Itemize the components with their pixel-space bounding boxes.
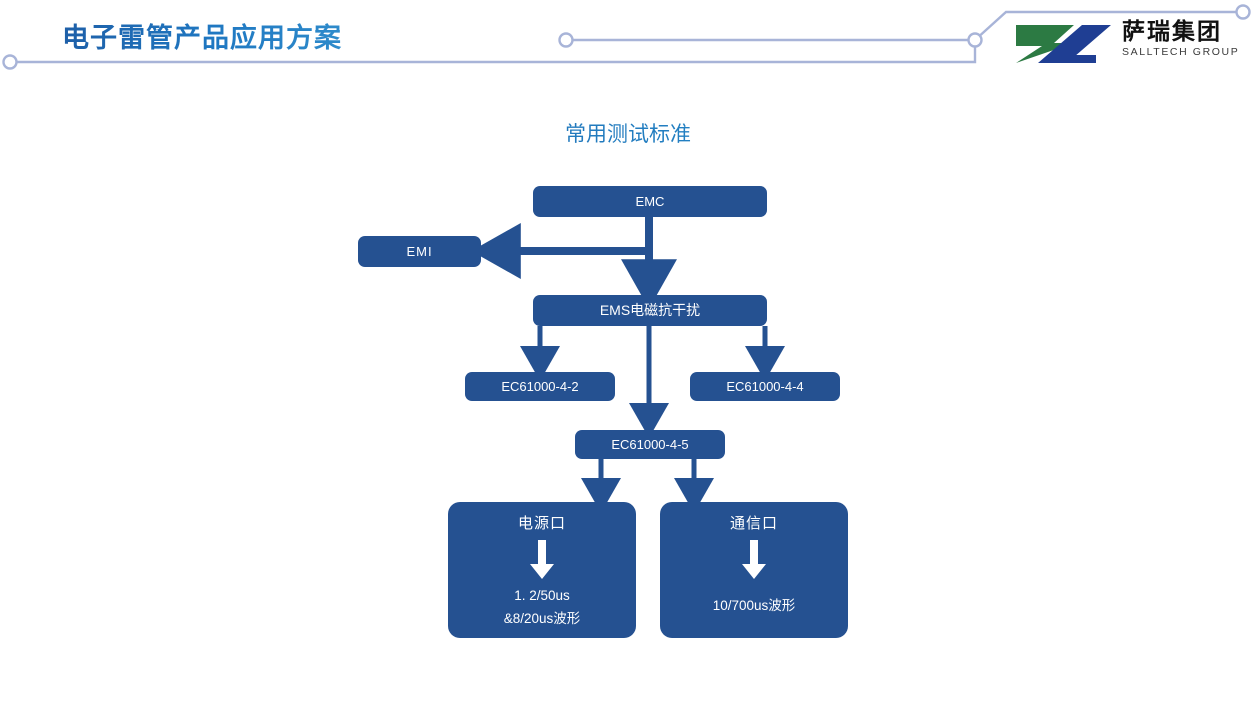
flow-node-ec61000-4-4[interactable]: EC61000-4-4	[690, 372, 840, 401]
flow-node-ec61000-4-5[interactable]: EC61000-4-5	[575, 430, 725, 459]
down-arrow-icon	[529, 540, 555, 580]
logo-chinese-name: 萨瑞集团	[1122, 18, 1222, 44]
down-arrow-icon	[741, 540, 767, 580]
flow-node-power-port[interactable]: 电源口 1. 2/50us &8/20us波形	[448, 502, 636, 638]
salltech-sz-logo-icon	[1016, 25, 1111, 63]
flow-node-ec61000-4-2[interactable]: EC61000-4-2	[465, 372, 615, 401]
power-port-waveform-line2: &8/20us波形	[503, 610, 581, 626]
power-port-waveform-line1: 1. 2/50us	[514, 588, 570, 604]
logo-english-name: SALLTECH GROUP	[1122, 46, 1240, 58]
power-port-title: 电源口	[517, 515, 566, 532]
comm-port-title: 通信口	[729, 515, 778, 532]
flow-node-emc[interactable]: EMC	[533, 186, 767, 217]
page-title: 电子雷管产品应用方案	[62, 16, 342, 55]
company-logo: 萨瑞集团 SALLTECH GROUP	[1012, 18, 1244, 70]
flow-node-emi[interactable]: EMI	[358, 236, 481, 267]
slide-title: 常用测试标准	[0, 118, 1256, 148]
flow-node-comm-port[interactable]: 通信口 10/700us波形	[660, 502, 848, 638]
comm-port-waveform-line1: 10/700us波形	[712, 598, 796, 614]
flow-node-ems[interactable]: EMS电磁抗干扰	[533, 295, 767, 326]
